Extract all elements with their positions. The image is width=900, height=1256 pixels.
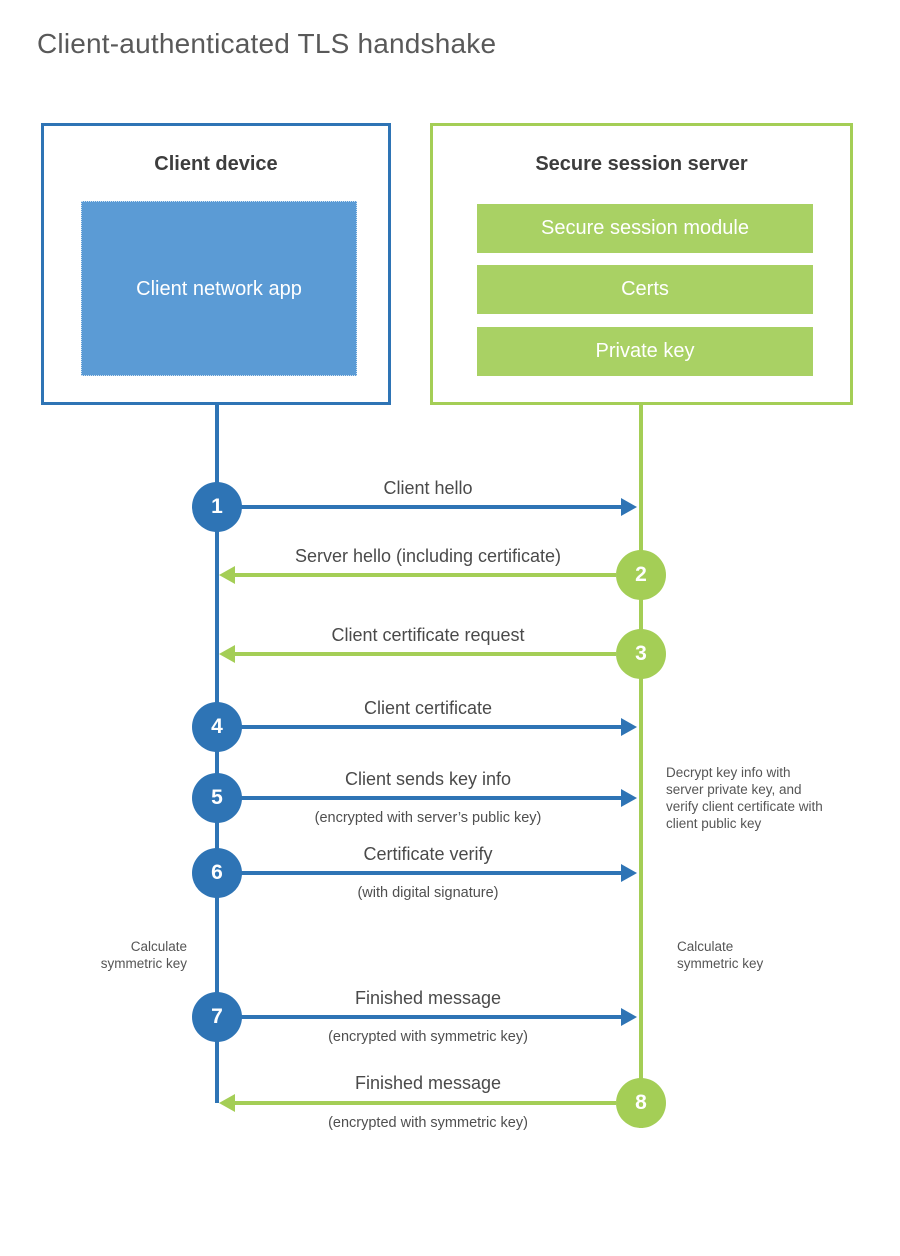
client-device-box: Client device Client network app [41, 123, 391, 405]
step-3-label: Client certificate request [331, 625, 525, 645]
step-6-sublabel: (with digital signature) [357, 885, 499, 901]
step-6-label: Certificate verify [363, 844, 493, 864]
step-8-sublabel: (encrypted with symmetric key) [328, 1115, 528, 1131]
step-1-label: Client hello [383, 478, 473, 498]
step-2-label: Server hello (including certificate) [294, 546, 562, 566]
step-6-arrow-line [240, 871, 621, 875]
step-5-arrow-line [240, 796, 621, 800]
step-7-label: Finished message [354, 988, 502, 1008]
step-7-circle: 7 [192, 992, 242, 1042]
server-module-secure-session: Secure session module [477, 204, 813, 253]
page-title: Client-authenticated TLS handshake [37, 28, 497, 59]
server-lifeline [639, 405, 643, 1128]
step-2-arrowhead-left-icon [219, 566, 235, 584]
client-network-app-box: Client network app [81, 201, 357, 376]
step-1-circle: 1 [192, 482, 242, 532]
step-7-arrow-line [240, 1015, 621, 1019]
client-device-title: Client device [154, 153, 278, 175]
client-network-app-label: Client network app [136, 277, 302, 300]
step-1-arrow-line [240, 505, 621, 509]
server-module-certs: Certs [477, 265, 813, 314]
step-6-arrowhead-right-icon [621, 864, 637, 882]
step-4-label: Client certificate [363, 698, 493, 718]
note-decrypt-key-info: Decrypt key info with server private key… [666, 765, 823, 831]
step-5-arrowhead-right-icon [621, 789, 637, 807]
note-calculate-symmetric-key-client: Calculate symmetric key [100, 939, 187, 971]
note-calculate-symmetric-key-server: Calculate symmetric key [677, 939, 764, 971]
step-3-arrow-line [235, 652, 616, 656]
step-5-circle: 5 [192, 773, 242, 823]
server-title: Secure session server [535, 153, 748, 175]
step-4-arrowhead-right-icon [621, 718, 637, 736]
step-4-circle: 4 [192, 702, 242, 752]
step-4-arrow-line [240, 725, 621, 729]
server-module-private-key: Private key [477, 327, 813, 376]
step-2-arrow-line [235, 573, 616, 577]
step-7-arrowhead-right-icon [621, 1008, 637, 1026]
step-8-arrow-line [235, 1101, 616, 1105]
step-1-arrowhead-right-icon [621, 498, 637, 516]
step-3-arrowhead-left-icon [219, 645, 235, 663]
step-8-label: Finished message [354, 1073, 502, 1093]
step-8-arrowhead-left-icon [219, 1094, 235, 1112]
step-2-circle: 2 [616, 550, 666, 600]
client-lifeline [215, 405, 219, 1103]
step-5-sublabel: (encrypted with server’s public key) [314, 810, 542, 826]
step-5-label: Client sends key info [344, 769, 512, 789]
step-8-circle: 8 [616, 1078, 666, 1128]
server-box: Secure session server Secure session mod… [430, 123, 853, 405]
step-7-sublabel: (encrypted with symmetric key) [328, 1029, 528, 1045]
step-3-circle: 3 [616, 629, 666, 679]
step-6-circle: 6 [192, 848, 242, 898]
